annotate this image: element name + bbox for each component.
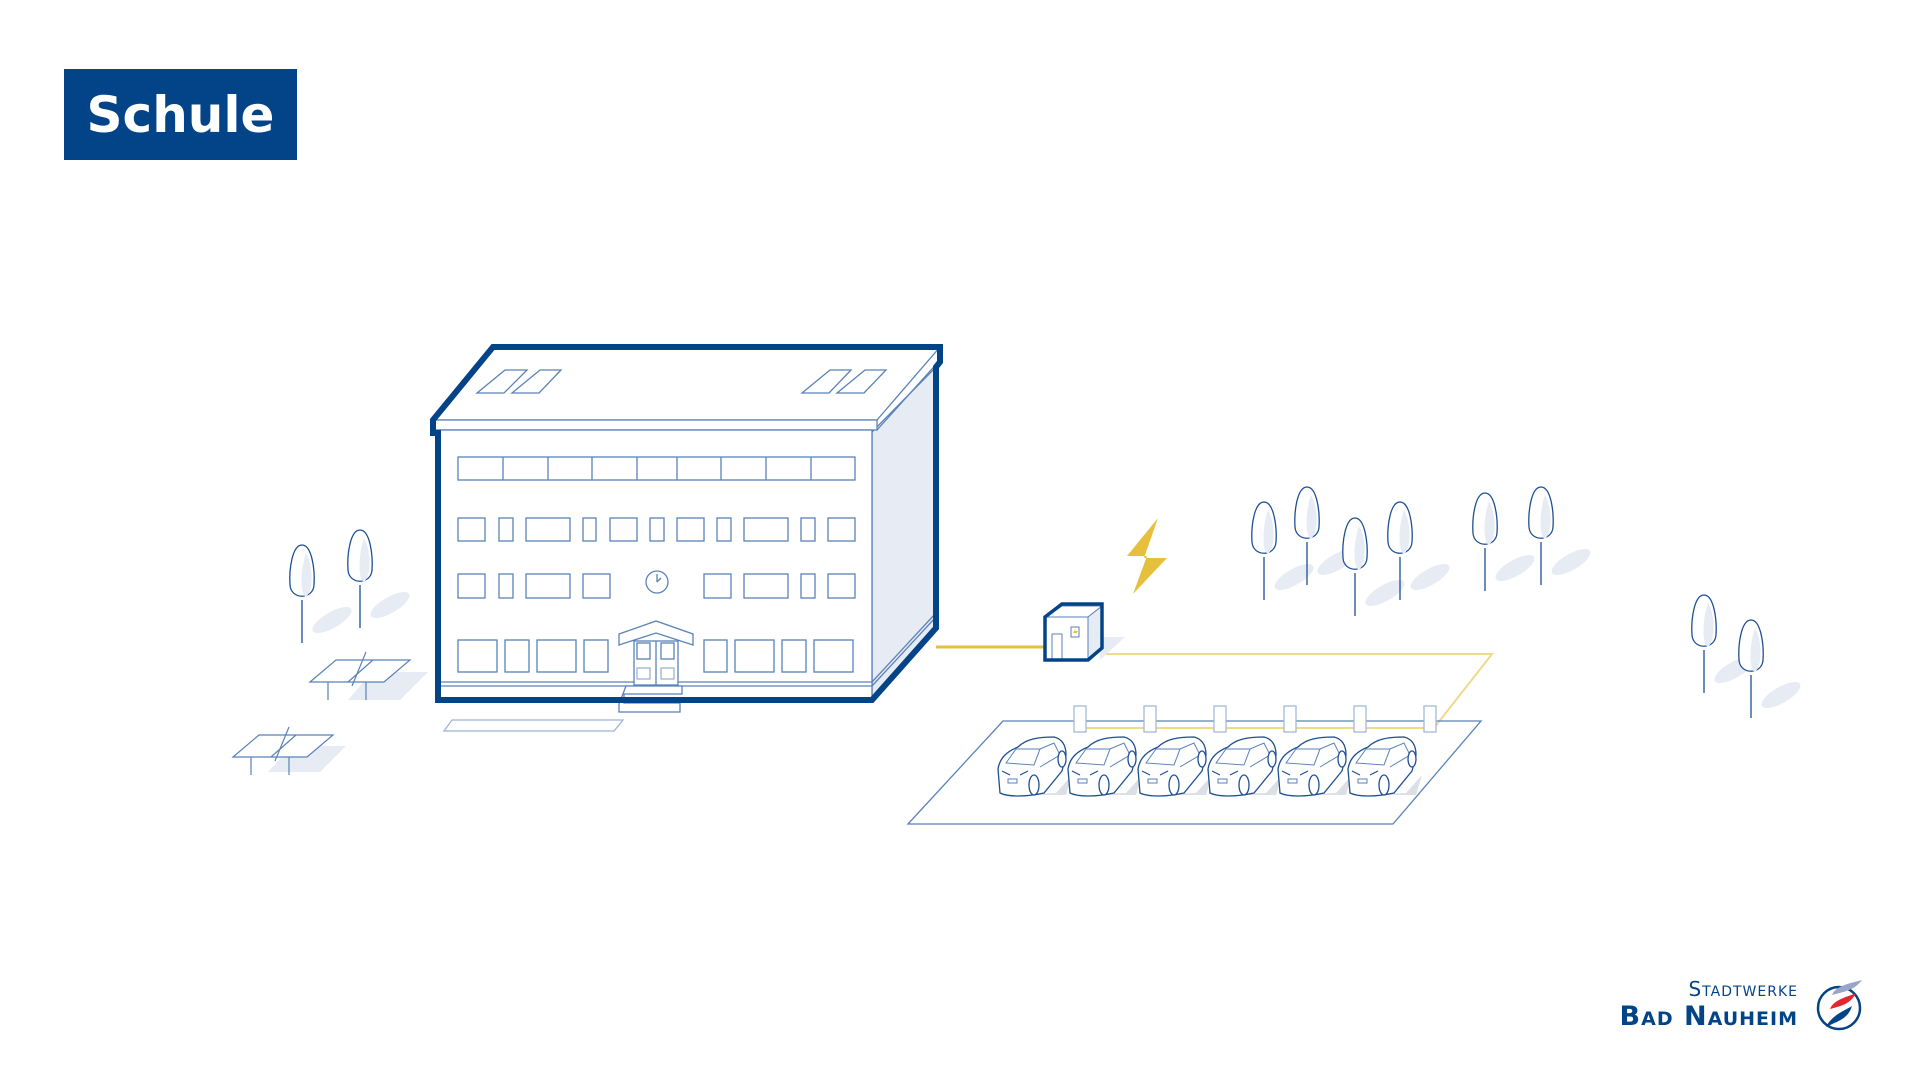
tree xyxy=(1251,501,1314,600)
windows-row-3 xyxy=(457,573,856,599)
stadtwerke-logo[interactable]: Stadtwerke Bad Nauheim xyxy=(1610,975,1870,1035)
electric-car xyxy=(1347,736,1422,797)
parking-lot xyxy=(906,720,1483,825)
tree xyxy=(1342,517,1405,616)
electric-car xyxy=(1067,736,1142,797)
tree xyxy=(1472,492,1535,591)
logo-swoosh-icon xyxy=(1816,980,1862,1031)
tree xyxy=(1738,619,1801,718)
transformer-station xyxy=(1043,602,1125,662)
ground-plate xyxy=(442,719,625,732)
window-band-top xyxy=(457,456,856,481)
windows-row-4 xyxy=(457,639,854,673)
ping-pong-table xyxy=(308,651,428,700)
ping-pong-table xyxy=(231,726,346,775)
charging-cable xyxy=(1086,653,1495,729)
tree xyxy=(347,529,410,628)
electric-car xyxy=(1277,736,1352,797)
electric-cars xyxy=(997,736,1422,797)
windows-row-2 xyxy=(457,517,856,542)
charging-station xyxy=(1213,705,1227,733)
charging-station xyxy=(1423,705,1437,733)
charging-station xyxy=(1353,705,1367,733)
entrance-door xyxy=(618,620,694,713)
trees xyxy=(289,486,1801,718)
logo-line-2: Bad Nauheim xyxy=(1619,1001,1798,1032)
charging-station xyxy=(1073,705,1087,733)
building-roof xyxy=(431,346,942,421)
page-title: Schule xyxy=(86,85,275,144)
roof-eave xyxy=(434,419,878,431)
tree xyxy=(1387,501,1450,600)
lightning-icon xyxy=(1127,518,1167,594)
electric-car xyxy=(1207,736,1282,797)
building-outline xyxy=(430,344,943,703)
charging-stations xyxy=(1073,705,1437,733)
title-banner: Schule xyxy=(64,69,297,160)
building-side xyxy=(871,365,937,702)
electric-car xyxy=(1137,736,1212,797)
clock-icon xyxy=(645,570,669,594)
charging-station xyxy=(1143,705,1157,733)
logo-line-1: Stadtwerke xyxy=(1688,977,1798,1001)
charging-station xyxy=(1283,705,1297,733)
tree xyxy=(1528,486,1591,585)
electric-car xyxy=(997,736,1072,797)
tree xyxy=(289,544,352,643)
skylights xyxy=(475,369,888,394)
